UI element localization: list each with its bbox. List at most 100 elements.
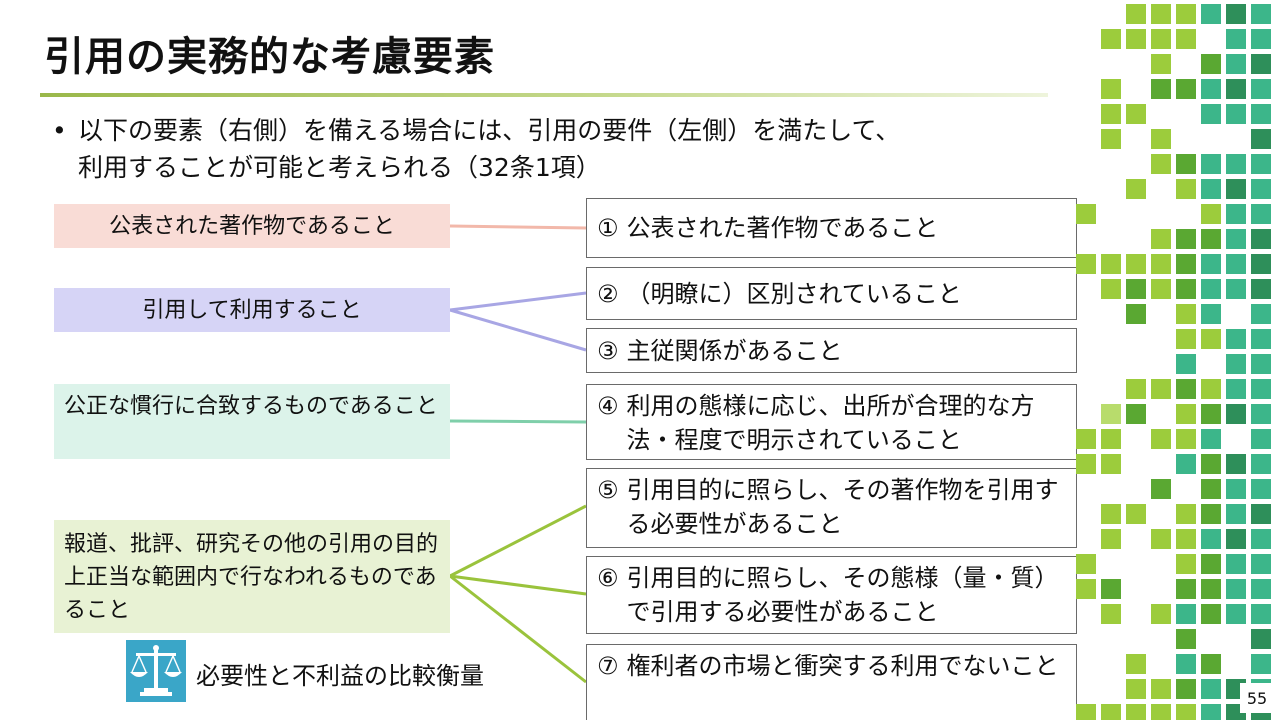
deco-pixel [1126,704,1146,720]
deco-pixel [1151,129,1171,149]
requirement-text: 公正な慣行に合致するものであること [64,394,438,419]
deco-pixel [1226,229,1246,249]
deco-pixel [1101,79,1121,99]
deco-pixel [1101,404,1121,424]
element-text: 公表された著作物であること [626,214,939,242]
deco-pixel [1226,404,1246,424]
deco-pixel [1176,629,1196,649]
deco-pixel [1151,4,1171,24]
element-box-1: ① 公表された著作物であること [586,198,1077,258]
deco-pixel [1176,179,1196,199]
deco-pixel [1201,579,1221,599]
deco-pixel [1251,129,1271,149]
deco-pixel [1251,154,1271,174]
deco-pixel [1226,379,1246,399]
deco-pixel [1151,479,1171,499]
deco-pixel [1226,254,1246,274]
connector-req4-el6 [449,574,587,596]
deco-pixel [1226,479,1246,499]
deco-pixel [1201,554,1221,574]
deco-pixel [1176,79,1196,99]
deco-pixel [1226,4,1246,24]
deco-pixel [1201,404,1221,424]
deco-pixel [1176,304,1196,324]
deco-pixel [1101,104,1121,124]
deco-pixel [1176,4,1196,24]
deco-pixel [1151,54,1171,74]
element-number: ④ [597,392,619,420]
requirement-text: 公表された著作物であること [109,213,395,239]
deco-pixel [1201,329,1221,349]
deco-pixel [1201,4,1221,24]
element-text: 引用目的に照らし、その著作物を引用する必要性があること [626,476,1059,538]
deco-pixel [1201,229,1221,249]
requirement-box-1: 公表された著作物であること [54,204,450,248]
deco-pixel [1201,679,1221,699]
balance-scale-icon [126,640,186,702]
deco-pixel [1176,454,1196,474]
deco-pixel [1101,429,1121,449]
deco-pixel [1251,579,1271,599]
deco-pixel [1226,279,1246,299]
deco-pixel [1101,279,1121,299]
deco-pixel [1251,29,1271,49]
element-number: ③ [597,336,619,365]
deco-pixel [1176,579,1196,599]
deco-pixel [1176,379,1196,399]
deco-pixel [1226,454,1246,474]
deco-pixel [1251,554,1271,574]
deco-pixel [1251,54,1271,74]
deco-pixel [1251,279,1271,299]
deco-pixel [1251,254,1271,274]
deco-pixel [1151,154,1171,174]
deco-pixel [1151,29,1171,49]
element-text: 利用の態様に応じ、出所が合理的な方法・程度で明示されていること [626,392,1035,454]
deco-pixel [1201,429,1221,449]
deco-pixel [1176,679,1196,699]
element-box-4: ④ 利用の態様に応じ、出所が合理的な方法・程度で明示されていること [586,384,1077,460]
intro-line-1: 以下の要素（右側）を備える場合には、引用の要件（左側）を満たして、 [78,116,901,145]
deco-pixel [1176,229,1196,249]
deco-pixel [1101,529,1121,549]
deco-pixel [1251,179,1271,199]
deco-pixel [1226,329,1246,349]
element-text: 主従関係があること [626,336,843,365]
deco-pixel [1151,229,1171,249]
deco-pixel [1101,504,1121,524]
deco-pixel [1151,379,1171,399]
deco-pixel [1101,129,1121,149]
balance-label: 必要性と不利益の比較衡量 [196,662,484,690]
deco-pixel [1126,4,1146,24]
requirement-box-3: 公正な慣行に合致するものであること [54,384,450,459]
deco-pixel [1176,29,1196,49]
deco-pixel [1251,454,1271,474]
deco-pixel [1226,529,1246,549]
deco-pixel [1101,254,1121,274]
slide-title: 引用の実務的な考慮要素 [44,34,495,80]
deco-pixel [1076,204,1096,224]
deco-pixel [1076,429,1096,449]
deco-pixel [1201,79,1221,99]
deco-pixel [1201,179,1221,199]
deco-pixel [1176,154,1196,174]
deco-pixel [1251,604,1271,624]
deco-pixel [1176,654,1196,674]
deco-pixel [1176,504,1196,524]
connector-req4-el5 [449,504,587,578]
intro-line-2: 利用することが可能と考えられる（32条1項） [78,153,601,182]
deco-pixel [1076,704,1096,720]
deco-pixel [1126,104,1146,124]
deco-pixel [1251,229,1271,249]
deco-pixel [1176,404,1196,424]
deco-pixel [1251,354,1271,374]
deco-pixel [1201,704,1221,720]
deco-pixel [1251,629,1271,649]
connector-req1-el1 [449,224,587,230]
requirement-box-2: 引用して利用すること [54,288,450,332]
requirement-text: 報道、批評、研究その他の引用の目的上正当な範囲内で行なわれるものであること [64,532,439,623]
deco-pixel [1126,654,1146,674]
element-number: ① [597,214,619,242]
element-box-7: ⑦ 権利者の市場と衝突する利用でないこと [586,644,1077,720]
deco-pixel [1101,704,1121,720]
connector-req2-el3 [449,308,587,352]
